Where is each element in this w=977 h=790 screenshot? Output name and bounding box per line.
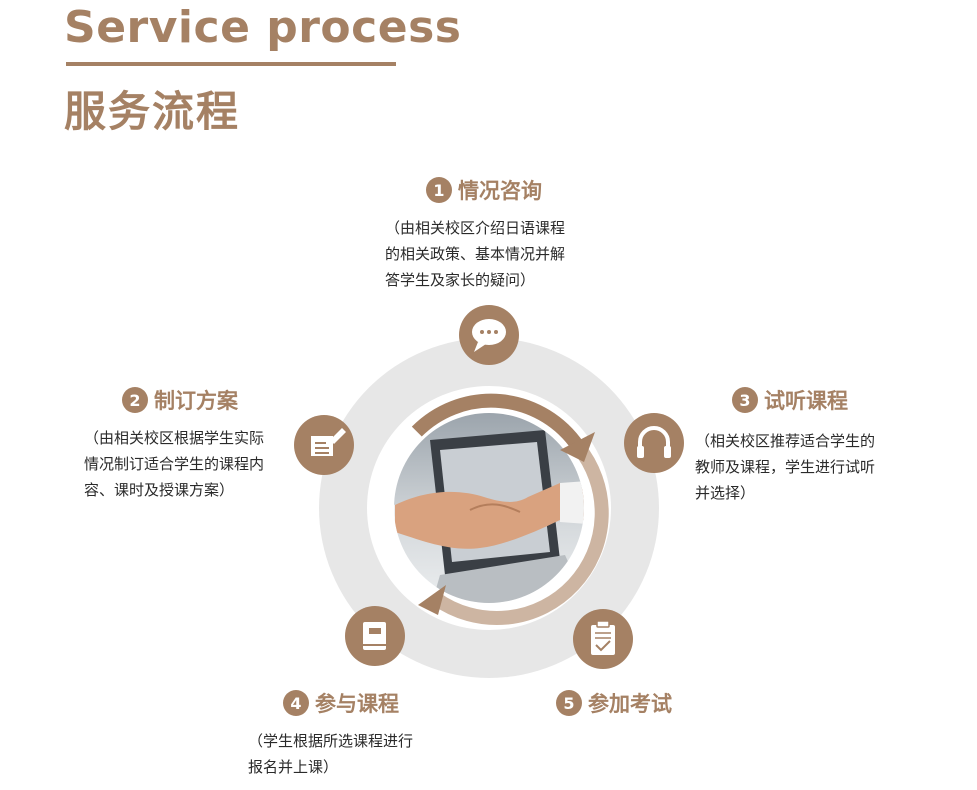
step-3-label: 试听课程 <box>764 389 848 413</box>
step-2-number: 2 <box>122 387 148 413</box>
step-1-label: 情况咨询 <box>458 179 542 203</box>
step-4-desc-line: 报名并上课） <box>248 758 339 776</box>
step-1-desc-line: （由相关校区介绍日语课程 <box>385 219 566 237</box>
step-1-description: （由相关校区介绍日语课程 的相关政策、基本情况并解 答学生及家长的疑问） <box>385 215 565 293</box>
step-5-label: 参加考试 <box>588 692 672 716</box>
step-3-desc-line: 并选择） <box>695 484 756 502</box>
title-underline <box>66 62 396 66</box>
step-4-title: 4 参与课程 <box>283 688 399 718</box>
step-1-title: 1 情况咨询 <box>426 175 542 205</box>
document-pen-icon <box>294 415 354 475</box>
cycle-arrows <box>411 393 609 626</box>
chat-bubbles-icon <box>459 305 519 365</box>
step-3-number: 3 <box>732 387 758 413</box>
english-title: Service process <box>64 2 462 53</box>
step-1-desc-line: 的相关政策、基本情况并解 <box>385 245 566 263</box>
step-1-desc-line: 答学生及家长的疑问） <box>385 271 536 289</box>
step-1-number: 1 <box>426 177 452 203</box>
step-2-desc-line: 容、课时及授课方案） <box>84 481 235 499</box>
clipboard-check-icon <box>573 609 633 669</box>
handshake-photo <box>394 413 584 603</box>
chinese-title: 服务流程 <box>64 87 241 136</box>
step-2-description: （由相关校区根据学生实际 情况制订适合学生的课程内 容、课时及授课方案） <box>84 425 264 503</box>
step-2-label: 制订方案 <box>154 389 238 413</box>
book-icon <box>345 606 405 666</box>
step-2-desc-line: 情况制订适合学生的课程内 <box>84 455 265 473</box>
step-4-desc-line: （学生根据所选课程进行 <box>248 732 414 750</box>
step-5-title: 5 参加考试 <box>556 688 672 718</box>
step-4-label: 参与课程 <box>315 692 399 716</box>
headphones-icon <box>624 413 684 473</box>
step-3-desc-line: 教师及课程，学生进行试听 <box>695 458 876 476</box>
step-3-desc-line: （相关校区推荐适合学生的 <box>695 432 876 450</box>
step-2-title: 2 制订方案 <box>122 385 238 415</box>
step-4-description: （学生根据所选课程进行 报名并上课） <box>248 728 413 780</box>
step-4-number: 4 <box>283 690 309 716</box>
step-3-title: 3 试听课程 <box>732 385 848 415</box>
step-3-description: （相关校区推荐适合学生的 教师及课程，学生进行试听 并选择） <box>695 428 875 506</box>
step-2-desc-line: （由相关校区根据学生实际 <box>84 429 265 447</box>
step-5-number: 5 <box>556 690 582 716</box>
